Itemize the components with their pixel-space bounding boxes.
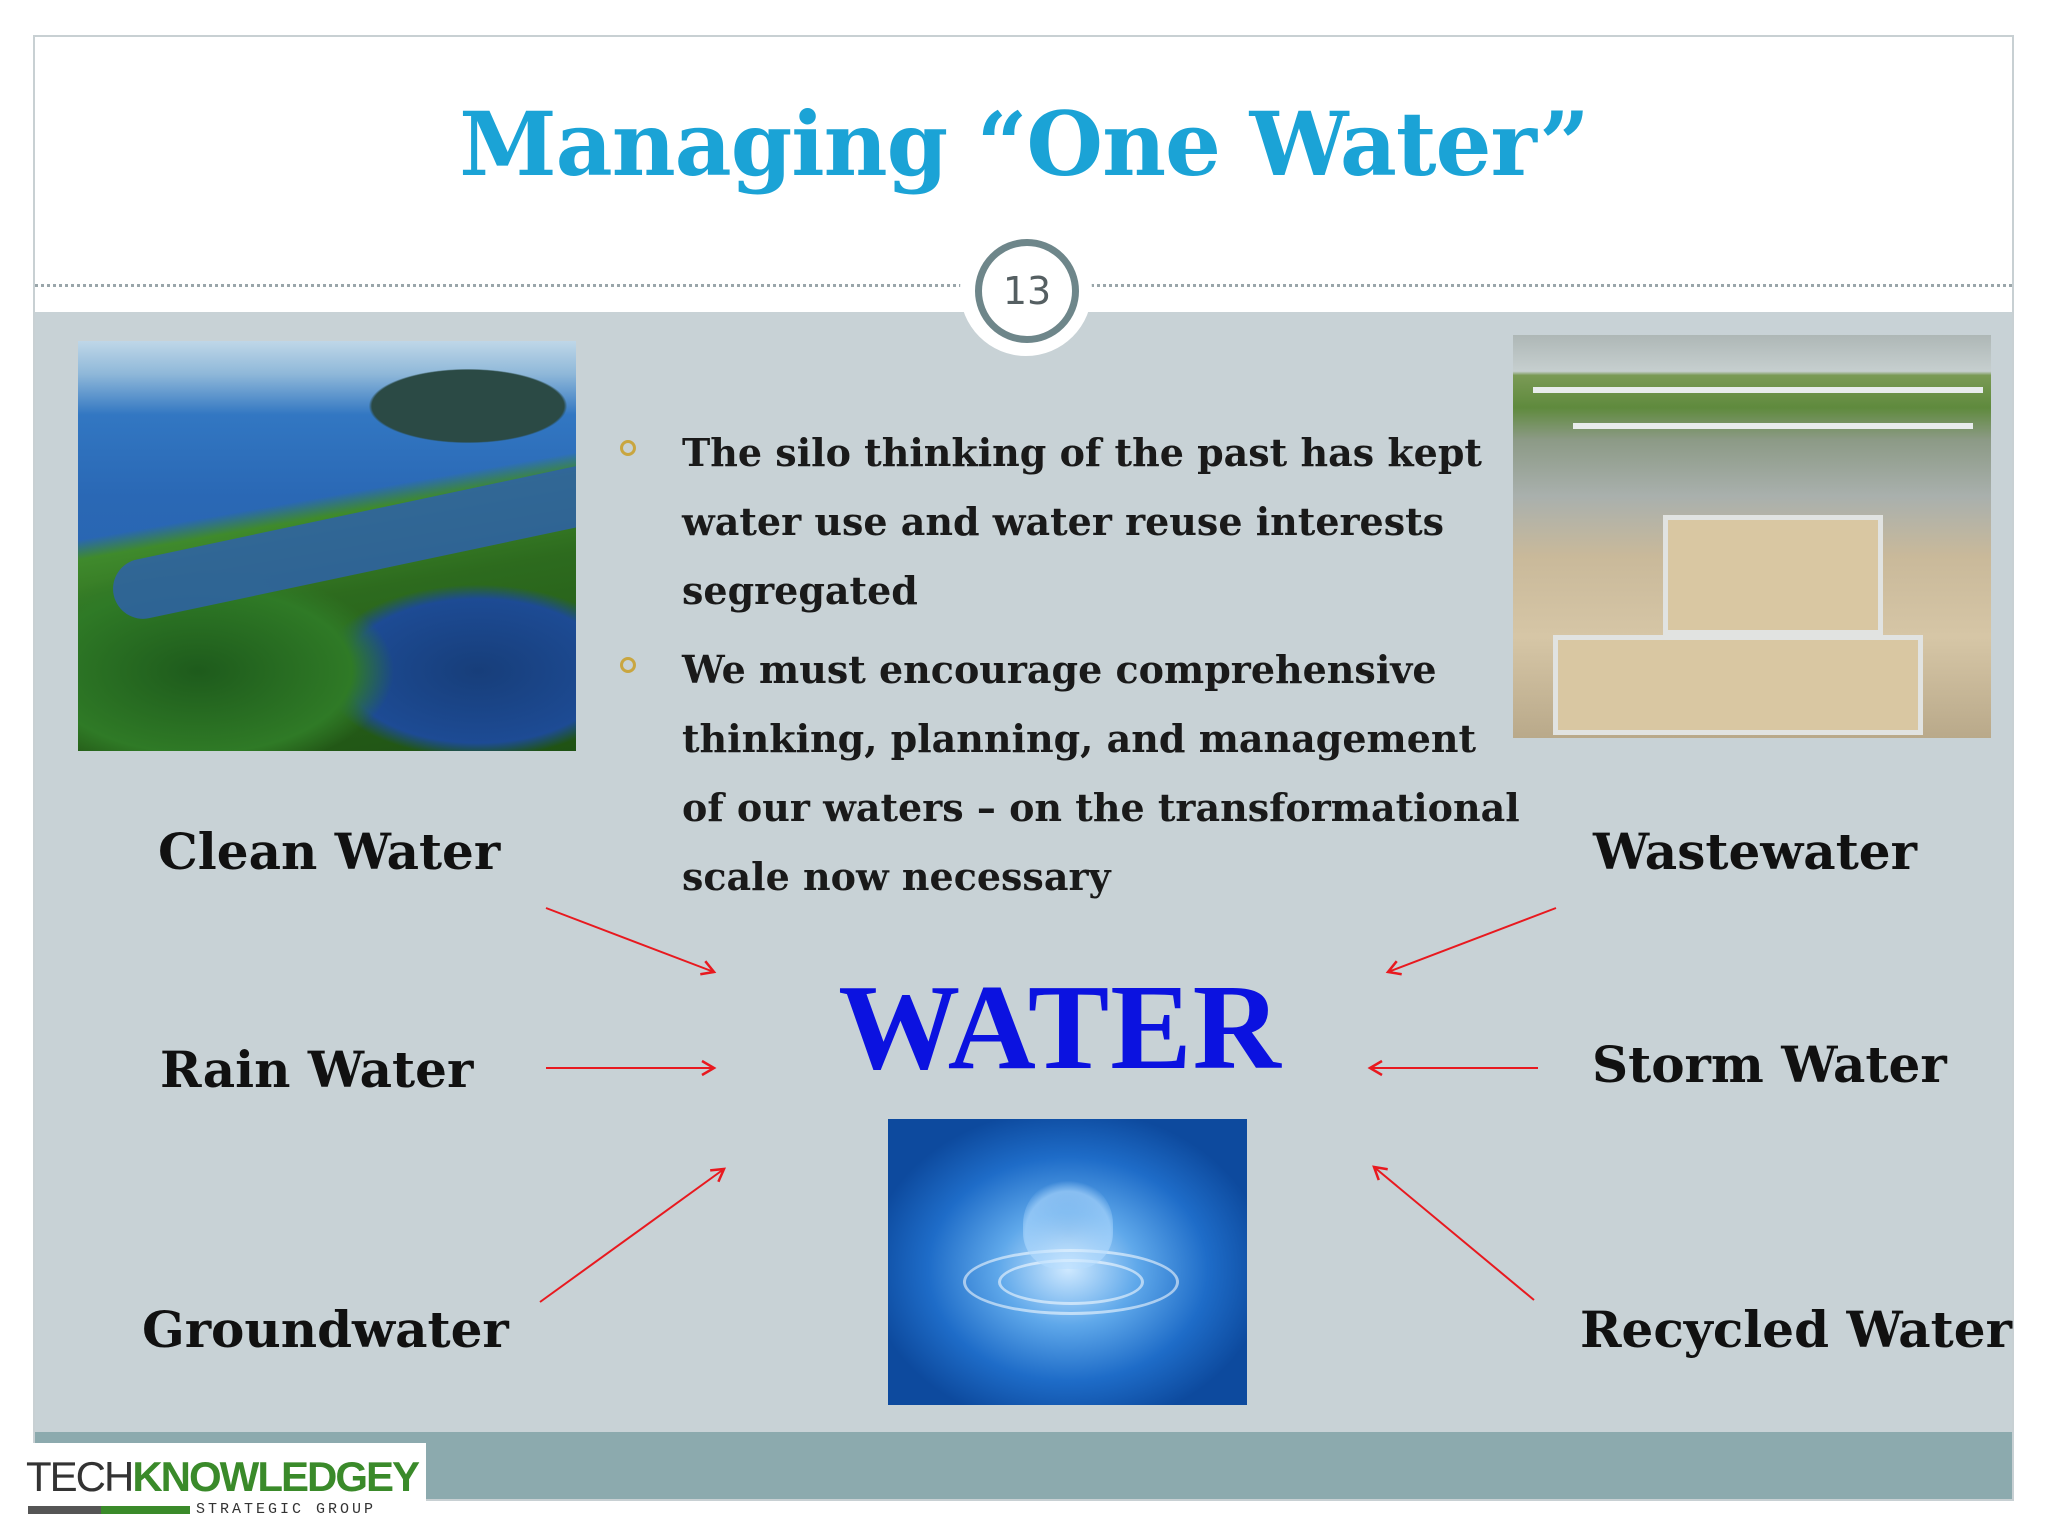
bullet-circle-icon bbox=[620, 440, 636, 456]
company-logo: TECHKNOWLEDGEY STRATEGIC GROUP bbox=[18, 1443, 426, 1521]
label-clean-water: Clean Water bbox=[158, 822, 501, 881]
bullet-list: The silo thinking of the past has kept w… bbox=[620, 418, 1520, 921]
treatment-plant-photo bbox=[1513, 335, 1991, 738]
slide-title: Managing “One Water” bbox=[459, 92, 1589, 196]
river-shape bbox=[107, 457, 576, 625]
label-groundwater: Groundwater bbox=[142, 1300, 509, 1359]
page-number: 13 bbox=[975, 239, 1079, 343]
logo-subtitle: STRATEGIC GROUP bbox=[196, 1501, 377, 1518]
bullet-text: We must encourage comprehensive thinking… bbox=[682, 647, 1520, 899]
slide-frame bbox=[33, 35, 2014, 1501]
label-rain-water: Rain Water bbox=[160, 1040, 474, 1099]
logo-wordmark: TECHKNOWLEDGEY bbox=[26, 1453, 420, 1500]
plant-basin bbox=[1553, 635, 1923, 735]
lake-landscape-photo bbox=[78, 341, 576, 751]
label-recycled-water: Recycled Water bbox=[1580, 1300, 2012, 1359]
bullet-item: We must encourage comprehensive thinking… bbox=[620, 635, 1520, 911]
water-splash-photo bbox=[888, 1119, 1247, 1405]
label-storm-water: Storm Water bbox=[1592, 1035, 1947, 1094]
bullet-circle-icon bbox=[620, 657, 636, 673]
bullet-item: The silo thinking of the past has kept w… bbox=[620, 418, 1520, 625]
bullet-text: The silo thinking of the past has kept w… bbox=[682, 430, 1482, 613]
logo-bar bbox=[28, 1506, 190, 1514]
center-water-label: WATER bbox=[838, 960, 1282, 1095]
plant-railing bbox=[1573, 423, 1973, 429]
label-wastewater: Wastewater bbox=[1593, 822, 1917, 881]
plant-railing bbox=[1533, 387, 1983, 393]
splash-crown bbox=[1023, 1179, 1113, 1269]
plant-basin bbox=[1663, 515, 1883, 635]
